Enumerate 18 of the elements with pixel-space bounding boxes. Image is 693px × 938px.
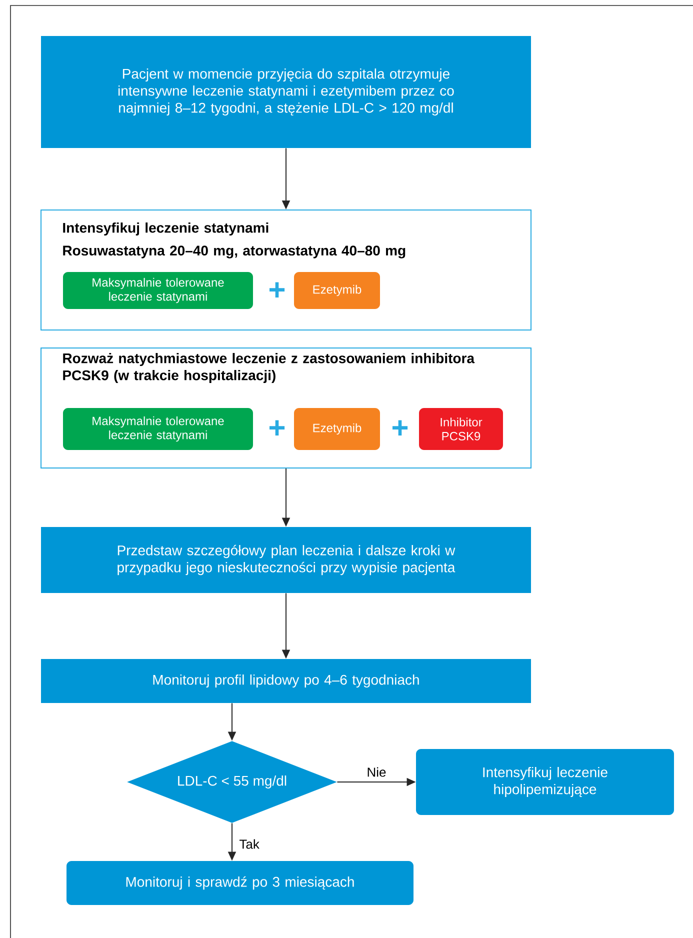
treatment-box: Ezetymib xyxy=(294,408,380,450)
treatment-box: Maksymalnie tolerowane leczenie statynami xyxy=(63,408,253,450)
process-box: Przedstaw szczegółowy plan leczenia i dalsze kroki w przypadku jego nieskuteczności przy wypisie pacjenta xyxy=(41,527,531,593)
panel-heading: Rozważ natychmiastowe leczenie z zastosowaniem inhibitora PCSK9 (w trakcie hospitalizacji) xyxy=(63,352,475,384)
panel-heading: Rosuwastatyna 20–40 mg, atorwastatyna 40–80 mg xyxy=(63,246,406,258)
process-box: Monitoruj profil lipidowy po 4–6 tygodniach xyxy=(41,659,531,703)
treatment-box: Inhibitor PCSK9 xyxy=(419,408,503,450)
plus-sign: + xyxy=(270,282,285,298)
process-box: Pacjent w momencie przyjęcia do szpitala otrzymuje intensywne leczenie statynami i ezetymibem przez co najmniej 8–12 tygodni, a stężenie LDL-C > 120 mg/dl xyxy=(41,36,531,148)
edge-label: Tak xyxy=(240,839,260,849)
plus-sign: + xyxy=(392,420,408,436)
plus-sign: + xyxy=(270,420,285,436)
treatment-box: Monitoruj i sprawdź po 3 miesiącach xyxy=(66,861,414,905)
treatment-box: Maksymalnie tolerowane leczenie statynami xyxy=(63,272,253,309)
treatment-box: Ezetymib xyxy=(294,272,380,309)
panel-heading: Intensyfikuj leczenie statynami xyxy=(63,222,268,236)
treatment-box: Intensyfikuj leczenie hipolipemizujące xyxy=(416,749,674,815)
edge-label: Nie xyxy=(368,767,386,777)
